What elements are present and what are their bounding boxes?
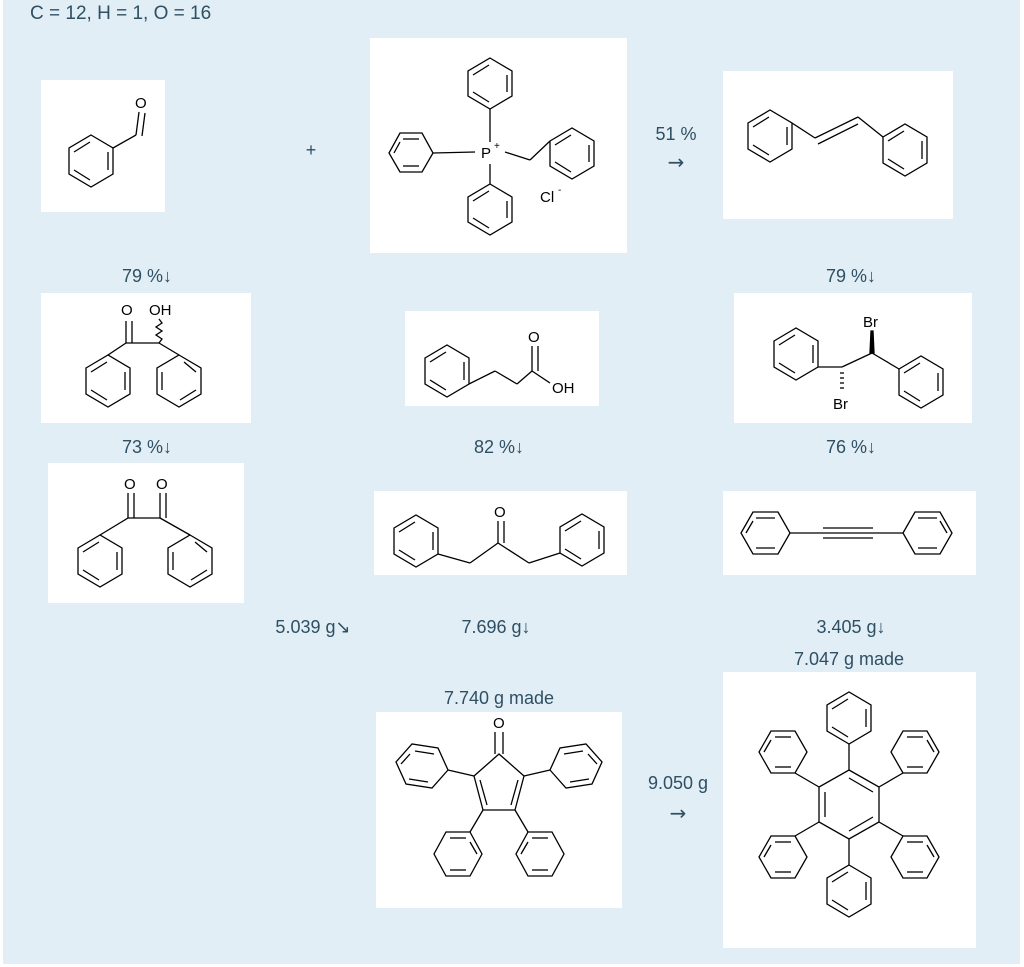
alkyne-yield-label: 76 %↓ xyxy=(825,437,877,457)
phosphonium-salt-structure: P + Cl - xyxy=(370,38,627,253)
benzoin-structure: O OH xyxy=(41,293,251,423)
atom-label: O xyxy=(156,476,168,493)
atom-label: O xyxy=(135,95,147,112)
ketone-mass-label: 7.696 g↓ xyxy=(461,617,531,637)
bromination-yield-label: 79 %↓ xyxy=(825,266,877,286)
atom-label: P xyxy=(481,145,491,162)
atom-label: O xyxy=(528,329,540,346)
atom-label: OH xyxy=(149,302,172,319)
plus-sign: + xyxy=(305,140,317,160)
diphenylacetylene-structure xyxy=(723,491,976,575)
atom-label: O xyxy=(124,476,136,493)
atom-label: OH xyxy=(552,380,575,397)
atom-label: O xyxy=(494,504,506,521)
atom-label: Cl xyxy=(540,189,554,206)
benzaldehyde-structure: O xyxy=(41,80,165,212)
atom-label: O xyxy=(121,302,133,319)
atomic-masses-label: C = 12, H = 1, O = 16 xyxy=(30,3,212,24)
oxidation-yield-label: 73 %↓ xyxy=(121,437,173,457)
wittig-arrow: → xyxy=(667,150,685,174)
charge-label: - xyxy=(558,185,561,196)
diels-alder-arrow: → xyxy=(669,801,687,825)
atom-label: Br xyxy=(833,396,848,413)
atom-label: Br xyxy=(863,314,878,331)
stilbene-structure xyxy=(723,71,953,219)
hexaphenylbenzene-made-label: 7.047 g made xyxy=(793,649,905,669)
wittig-yield-label: 51 % xyxy=(655,124,697,144)
benzil-mass-label: 5.039 g↘ xyxy=(275,617,351,637)
dibenzyl-ketone-structure: O xyxy=(374,491,627,575)
phenylacetic-acid-structure: O OH xyxy=(405,311,599,406)
charge-label: + xyxy=(494,141,500,152)
benzil-structure: O O xyxy=(48,463,244,603)
alkyne-mass-label: 3.405 g↓ xyxy=(816,617,886,637)
stilbene-dibromide-structure: Br Br xyxy=(734,293,972,423)
benzoin-yield-label: 79 %↓ xyxy=(121,266,173,286)
atom-label: O xyxy=(493,715,505,732)
ketone-yield-label: 82 %↓ xyxy=(473,437,525,457)
cyclone-made-label: 7.740 g made xyxy=(443,688,555,708)
diels-alder-mass-label: 9.050 g xyxy=(647,773,709,793)
hexaphenylbenzene-structure xyxy=(723,672,976,948)
diagram-panel: C = 12, H = 1, O = 16 O + xyxy=(3,0,1020,964)
tetraphenylcyclopentadienone-structure: O xyxy=(376,712,622,908)
